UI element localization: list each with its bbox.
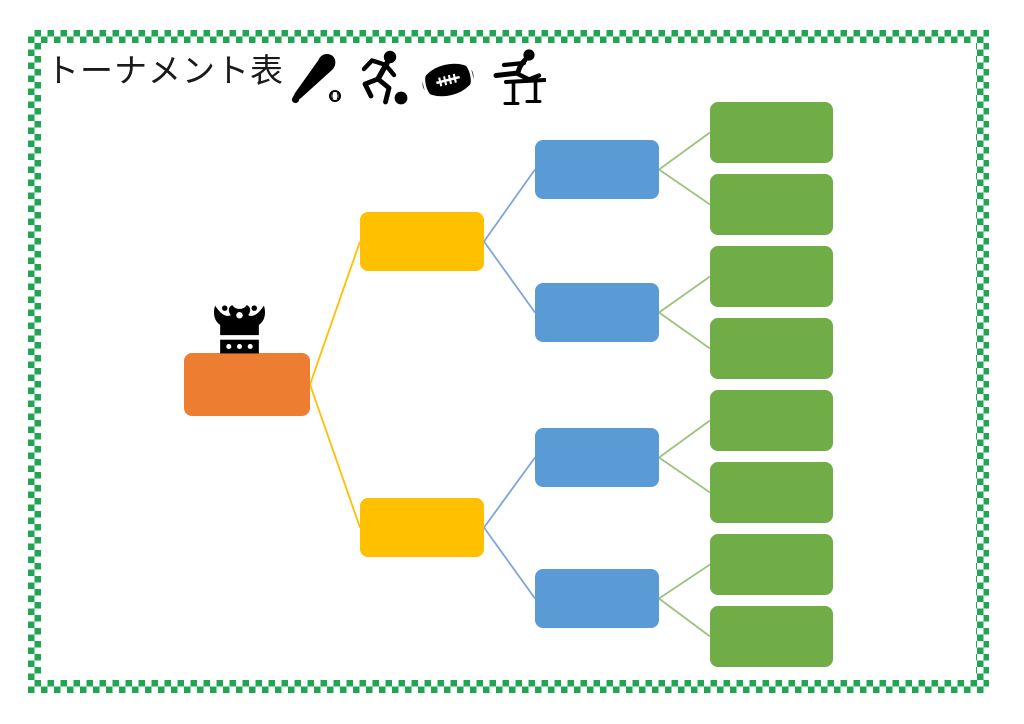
crown-icon (211, 303, 268, 355)
entry-box-3 (710, 246, 833, 307)
connector-sf1-qf2 (483, 240, 536, 314)
entry-box-7 (710, 534, 833, 595)
connector-qf1-e2 (658, 168, 711, 206)
connector-champion-sf1 (309, 241, 361, 385)
connector-qf3-e6 (658, 456, 711, 494)
entry-box-1 (710, 102, 833, 163)
connector-qf3-e5 (658, 419, 711, 459)
baseball-bat-and-ball-icon (288, 50, 344, 106)
connector-sf1-qf1 (483, 168, 536, 243)
connector-sf2-qf3 (483, 456, 536, 529)
quarterfinal-box-3 (535, 428, 659, 487)
entry-box-5 (710, 390, 833, 451)
entry-box-8 (710, 606, 833, 667)
connector-sf2-qf4 (483, 526, 536, 600)
connector-qf1-e1 (658, 131, 711, 171)
connector-qf2-e3 (658, 275, 711, 314)
quarterfinal-box-2 (535, 283, 659, 342)
semifinal-box-2 (360, 498, 484, 557)
soccer-player-icon (352, 48, 410, 106)
quarterfinal-box-1 (535, 140, 659, 199)
page-title: トーナメント表 (46, 51, 284, 90)
connector-champion-sf2 (309, 384, 361, 528)
connector-qf4-e8 (658, 597, 711, 638)
champion-box (184, 353, 310, 416)
semifinal-box-1 (360, 212, 484, 271)
entry-box-4 (710, 318, 833, 379)
entry-box-2 (710, 174, 833, 235)
hurdler-icon (488, 48, 546, 108)
american-football-icon (417, 55, 479, 105)
connector-qf2-e4 (658, 311, 711, 350)
quarterfinal-box-4 (535, 569, 659, 628)
connector-qf4-e7 (658, 563, 711, 600)
entry-box-6 (710, 462, 833, 523)
